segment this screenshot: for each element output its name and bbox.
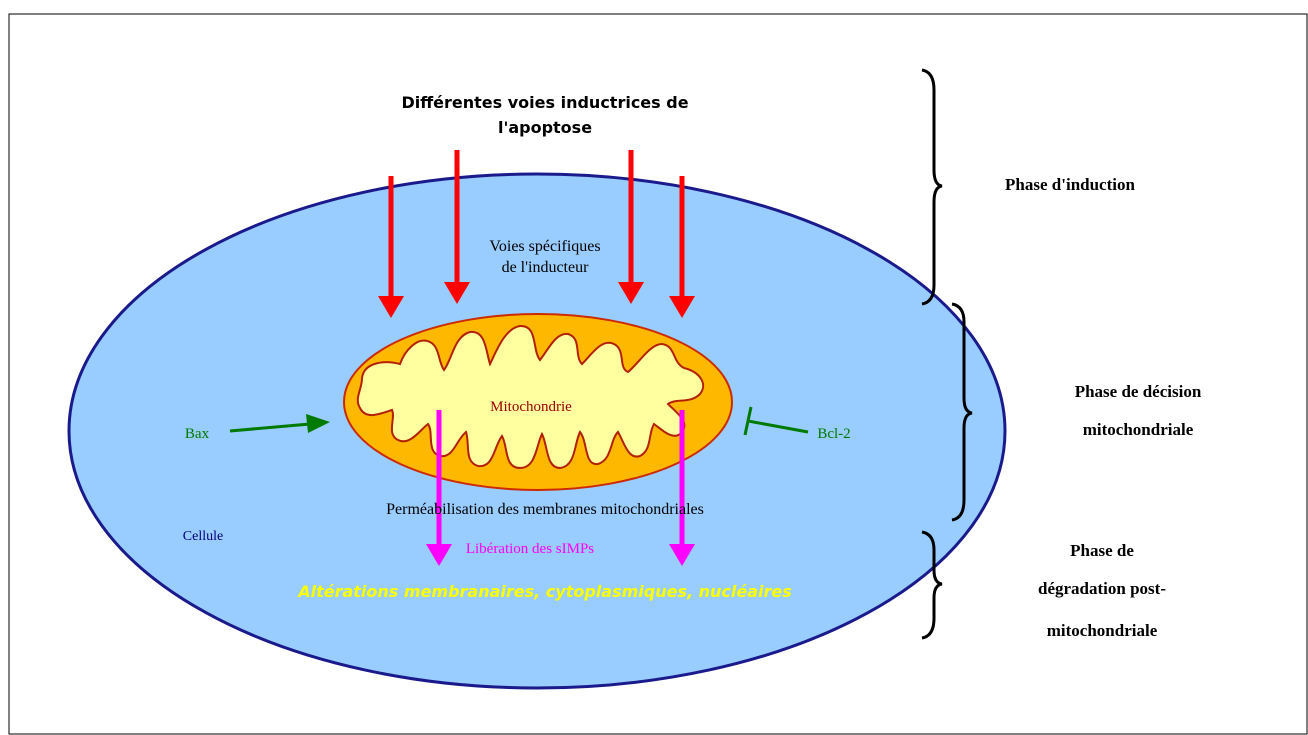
mitochondria-label: Mitochondrie (490, 399, 572, 415)
phase-degradation-line-1: Phase de (1070, 541, 1134, 560)
phase-degradation-line-2: dégradation post- (1038, 579, 1166, 598)
permeabilization-label: Perméabilisation des membranes mitochond… (386, 501, 704, 518)
title-line-1: Différentes voies inductrices de (401, 93, 688, 112)
bcl2-label: Bcl-2 (817, 426, 850, 442)
title-line-2: l'apoptose (498, 118, 592, 137)
specific-pathways-line-2: de l'inducteur (502, 259, 590, 276)
cell-label: Cellule (183, 529, 223, 544)
specific-pathways-line-1: Voies spécifiques (489, 238, 600, 255)
phase-decision-line-2: mitochondriale (1083, 420, 1194, 439)
phase-decision-line-1: Phase de décision (1075, 382, 1202, 401)
phase-induction-label: Phase d'induction (1005, 175, 1135, 194)
brace-induction (922, 70, 942, 304)
release-label: Libération des sIMPs (466, 541, 594, 557)
alterations-label: Altérations membranaires, cytoplasmiques… (296, 582, 792, 601)
bax-label: Bax (185, 426, 210, 442)
phase-degradation-line-3: mitochondriale (1047, 621, 1158, 640)
